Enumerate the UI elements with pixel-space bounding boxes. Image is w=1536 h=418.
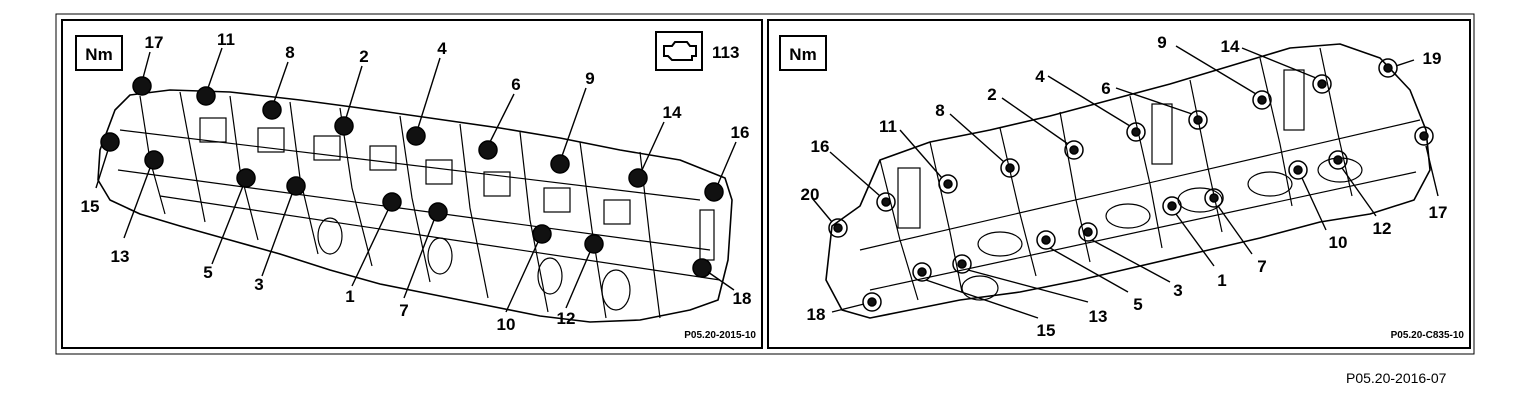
callout-right-10: 10 xyxy=(1329,233,1348,252)
bolt-left-10 xyxy=(532,224,552,244)
callout-right-13: 13 xyxy=(1089,307,1108,326)
callout-right-20: 20 xyxy=(801,185,820,204)
callout-left-11: 11 xyxy=(217,30,235,49)
callout-left-16: 16 xyxy=(731,123,750,142)
bolt-left-12 xyxy=(584,234,604,254)
bolt-left-3 xyxy=(286,176,306,196)
callout-left-12: 12 xyxy=(557,309,576,328)
left-bolts xyxy=(100,76,724,278)
callout-left-8: 8 xyxy=(285,43,294,62)
left-nm-badge: Nm xyxy=(75,35,123,71)
callout-left-17: 17 xyxy=(145,33,164,52)
figure-outer-frame xyxy=(55,13,1475,355)
bolt-right-15 xyxy=(912,262,932,282)
callout-left-7: 7 xyxy=(399,301,408,320)
bolt-right-11 xyxy=(938,174,958,194)
callout-left-5: 5 xyxy=(203,263,212,282)
bolt-left-9 xyxy=(550,154,570,174)
bolt-right-18 xyxy=(862,292,882,312)
callout-right-7: 7 xyxy=(1257,257,1266,276)
bolt-left-2 xyxy=(334,116,354,136)
engine-icon xyxy=(655,31,703,71)
callout-right-9: 9 xyxy=(1157,33,1166,52)
callout-left-18: 18 xyxy=(733,289,752,308)
bolt-right-3 xyxy=(1078,222,1098,242)
bolt-right-19 xyxy=(1378,58,1398,78)
callout-left-6: 6 xyxy=(511,75,520,94)
bolt-right-8 xyxy=(1000,158,1020,178)
callout-right-1: 1 xyxy=(1217,271,1226,290)
right-nm-label: Nm xyxy=(789,45,816,64)
bolt-left-1 xyxy=(382,192,402,212)
callout-right-16: 16 xyxy=(811,137,830,156)
bolt-right-20 xyxy=(828,218,848,238)
callout-left-9: 9 xyxy=(585,69,594,88)
callout-right-18: 18 xyxy=(807,305,826,324)
callout-left-14: 14 xyxy=(663,103,682,122)
callout-left-13: 13 xyxy=(111,247,130,266)
bolt-left-4 xyxy=(406,126,426,146)
right-callouts: 9 14 19 4 6 2 8 11 16 20 17 12 10 7 1 3 … xyxy=(801,33,1448,340)
left-callouts: 17 11 8 2 4 6 9 14 16 15 13 5 3 1 7 10 1… xyxy=(81,30,752,334)
left-panel: Nm 113 xyxy=(61,19,763,349)
left-panel-ref: P05.20-2015-10 xyxy=(684,330,756,341)
bolt-left-13 xyxy=(144,150,164,170)
callout-left-1: 1 xyxy=(345,287,354,306)
bolt-right-16 xyxy=(876,192,896,212)
bolt-right-14 xyxy=(1312,74,1332,94)
right-panel-ref: P05.20-C835-10 xyxy=(1391,330,1465,341)
bolt-right-1 xyxy=(1162,196,1182,216)
engine-code: 113 xyxy=(712,43,739,62)
bolt-left-17 xyxy=(132,76,152,96)
left-leader-lines xyxy=(95,47,737,313)
callout-left-4: 4 xyxy=(437,39,447,58)
bolt-right-9 xyxy=(1252,90,1272,110)
bolt-right-5 xyxy=(1036,230,1056,250)
callout-right-11: 11 xyxy=(879,117,897,136)
bolt-right-10 xyxy=(1288,160,1308,180)
callout-right-14: 14 xyxy=(1221,37,1240,56)
bolt-right-7 xyxy=(1204,188,1224,208)
callout-right-6: 6 xyxy=(1101,79,1110,98)
right-bolts xyxy=(828,58,1434,312)
bolt-right-17 xyxy=(1414,126,1434,146)
callout-right-2: 2 xyxy=(987,85,996,104)
callout-right-15: 15 xyxy=(1037,321,1056,340)
callout-right-8: 8 xyxy=(935,101,944,120)
callout-right-5: 5 xyxy=(1133,295,1142,314)
right-panel: Nm xyxy=(767,19,1471,349)
bolt-left-7 xyxy=(428,202,448,222)
bolt-left-15 xyxy=(100,132,120,152)
bolt-left-11 xyxy=(196,86,216,106)
bolt-right-12 xyxy=(1328,150,1348,170)
callout-left-15: 15 xyxy=(81,197,100,216)
callout-right-3: 3 xyxy=(1173,281,1182,300)
left-nm-label: Nm xyxy=(85,45,112,64)
bolt-right-6 xyxy=(1188,110,1208,130)
bolt-right-4 xyxy=(1126,122,1146,142)
bolt-right-13 xyxy=(952,254,972,274)
figure-ref: P05.20-2016-07 xyxy=(1346,370,1447,386)
right-nm-badge: Nm xyxy=(779,35,827,71)
left-camshaft-assembly xyxy=(97,89,733,323)
bolt-left-18 xyxy=(692,258,712,278)
right-camshaft-assembly xyxy=(825,43,1431,319)
callout-left-3: 3 xyxy=(254,275,263,294)
bolt-left-6 xyxy=(478,140,498,160)
callout-left-2: 2 xyxy=(359,47,368,66)
right-panel-frame xyxy=(767,19,1471,349)
bolt-left-5 xyxy=(236,168,256,188)
bolt-left-8 xyxy=(262,100,282,120)
left-panel-frame xyxy=(61,19,763,349)
bolt-left-16 xyxy=(704,182,724,202)
callout-right-17: 17 xyxy=(1429,203,1448,222)
callout-right-4: 4 xyxy=(1035,67,1045,86)
bolt-right-2 xyxy=(1064,140,1084,160)
callout-left-10: 10 xyxy=(497,315,516,334)
callout-right-12: 12 xyxy=(1373,219,1392,238)
right-leader-lines xyxy=(811,45,1439,319)
callout-right-19: 19 xyxy=(1423,49,1442,68)
bolt-left-14 xyxy=(628,168,648,188)
